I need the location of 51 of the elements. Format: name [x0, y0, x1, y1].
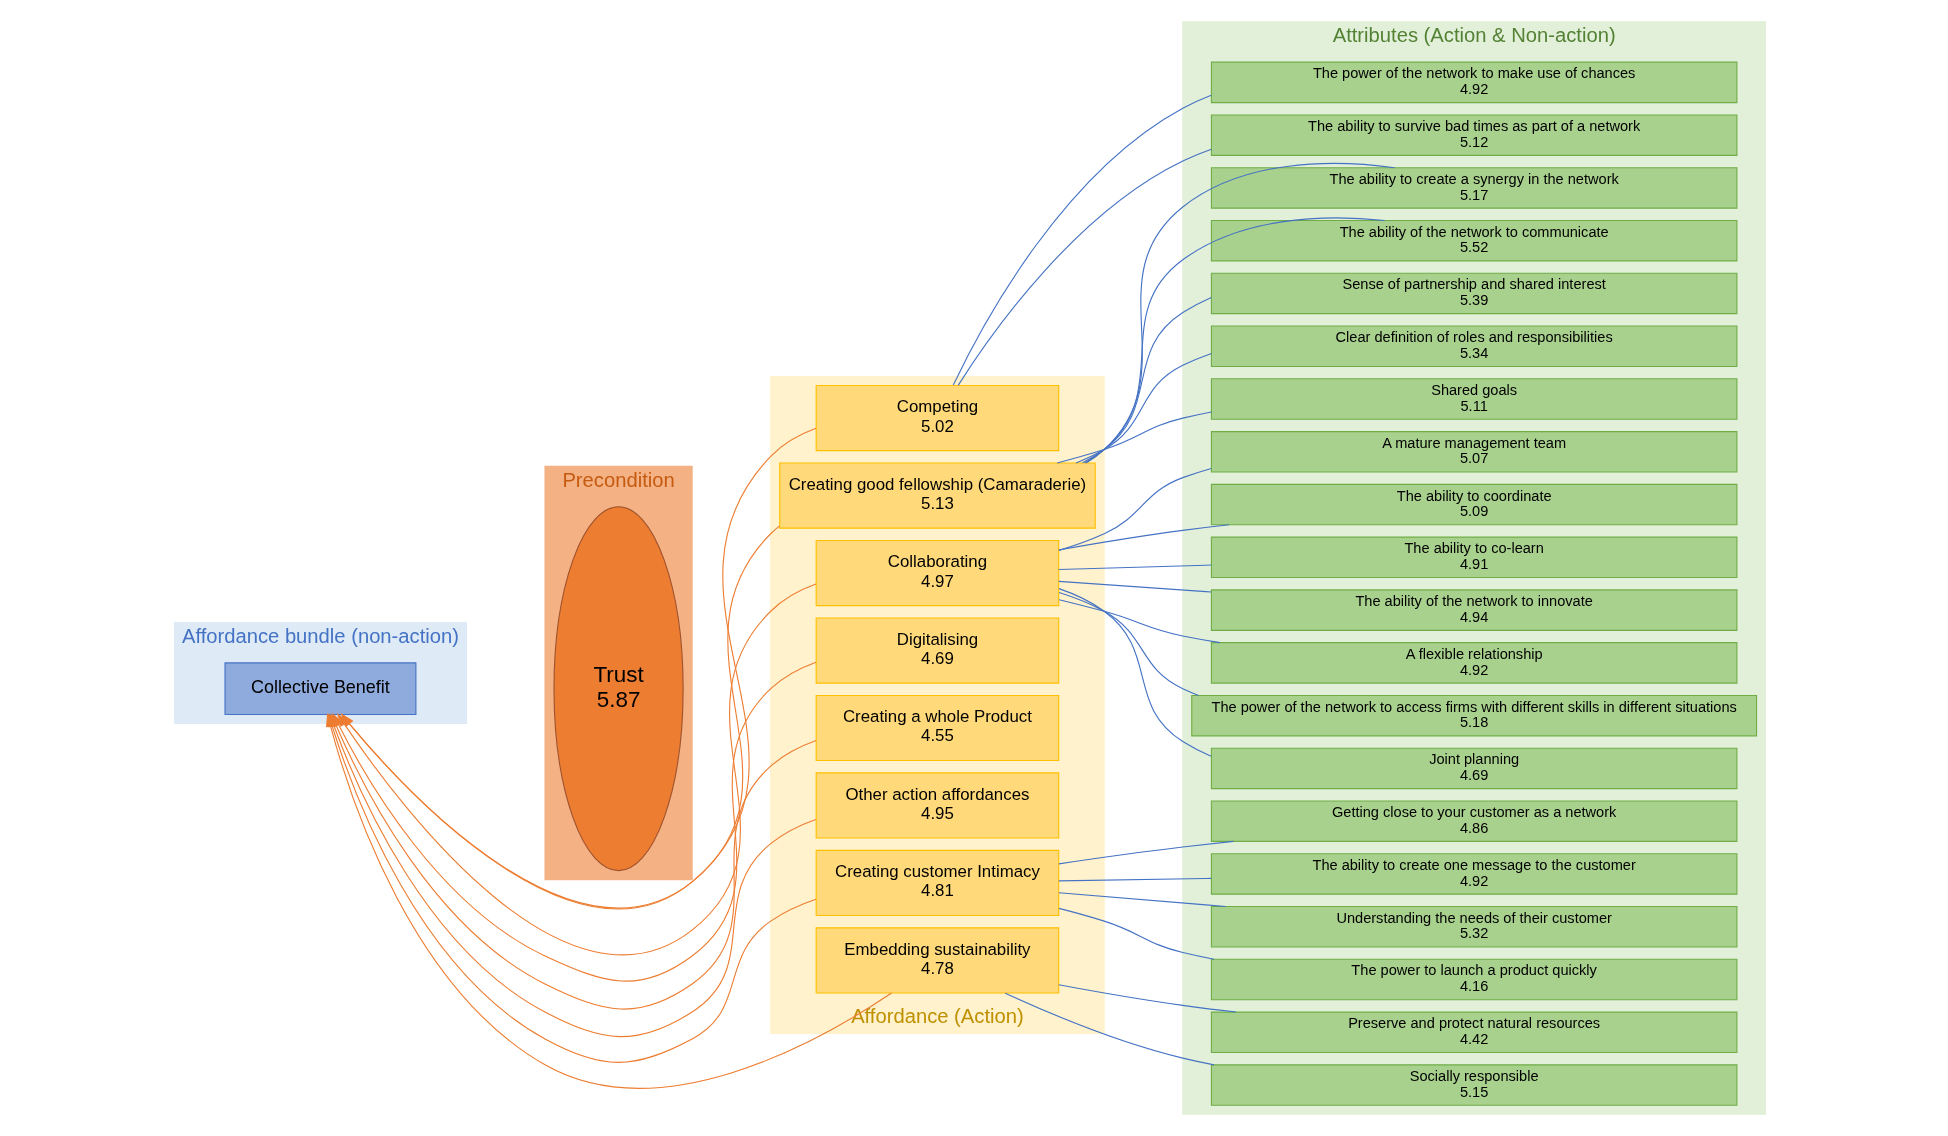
connector: [1085, 163, 1395, 464]
node-box: Competing 5.02: [815, 385, 1059, 452]
node-box: The ability to create a synergy in the network 5.17: [1210, 167, 1737, 209]
connector: [1057, 877, 1212, 882]
node-box: Embedding sustainability 4.78: [815, 927, 1059, 994]
connector: [952, 94, 1212, 386]
node-box: The ability of the network to communicate 5.52: [1210, 219, 1737, 262]
connector: [1083, 217, 1385, 464]
arrow: [340, 525, 780, 908]
node-box: A mature management team 5.07: [1210, 431, 1737, 473]
node-box: The ability to co-learn 4.91: [1210, 536, 1737, 579]
connector: [1004, 992, 1215, 1066]
node-box: The power to launch a product quickly 4.16: [1210, 958, 1737, 1001]
connector: [1057, 892, 1226, 908]
node-box: Sense of partnership and shared interest 5.39: [1210, 272, 1737, 315]
connector: [1057, 984, 1237, 1013]
connector: [1075, 352, 1212, 464]
node-box: The ability to coordinate 5.09: [1210, 483, 1737, 526]
node-box: The power of the network to access firms with different skills in different situations 5.18: [1190, 694, 1757, 737]
node-box: Digitalising 4.69: [815, 617, 1059, 684]
node-box: Socially responsible 5.15: [1210, 1064, 1737, 1106]
connector: [1057, 467, 1212, 551]
connector: [1057, 907, 1215, 960]
connector: [1056, 411, 1212, 464]
node-box: Preserve and protect natural resources 4.42: [1210, 1011, 1737, 1054]
connector: [1058, 599, 1221, 644]
node-box: Creating a whole Product 4.55: [815, 694, 1059, 762]
node-box: The ability to create one message to the customer 4.92: [1210, 853, 1737, 895]
connector: [1081, 296, 1212, 464]
connector: [1057, 840, 1234, 865]
arrow: [340, 427, 817, 909]
node-box: The ability to survive bad times as part of a network 5.12: [1210, 114, 1737, 156]
node-box: Collective Benefit: [223, 662, 416, 716]
node-box: Other action affordances 4.95: [815, 772, 1059, 839]
node-box: Creating good fellowship (Camaraderie) 5.13: [778, 462, 1096, 529]
connector: [1057, 588, 1212, 757]
node-box: The ability of the network to innovate 4.94: [1210, 589, 1737, 631]
node-box: Collaborating 4.97: [815, 539, 1059, 607]
node-box: Creating customer Intimacy 4.81: [815, 849, 1059, 917]
node-box: Clear definition of roles and responsibilities 5.34: [1210, 325, 1737, 367]
node-box: Shared goals 5.11: [1210, 378, 1737, 420]
connector: [957, 148, 1212, 386]
node-box: A flexible relationship 4.92: [1210, 642, 1737, 684]
connector: [1058, 591, 1199, 696]
connector: [1057, 564, 1212, 571]
node-box: Understanding the needs of their customer 5.32: [1210, 905, 1737, 948]
connector: [1057, 580, 1212, 593]
node-box: Getting close to your customer as a network 4.86: [1210, 800, 1737, 842]
node-ellipse: Trust 5.87: [552, 506, 684, 872]
node-box: Joint planning 4.69: [1210, 747, 1737, 790]
node-box: The power of the network to make use of chances 4.92: [1210, 61, 1737, 104]
